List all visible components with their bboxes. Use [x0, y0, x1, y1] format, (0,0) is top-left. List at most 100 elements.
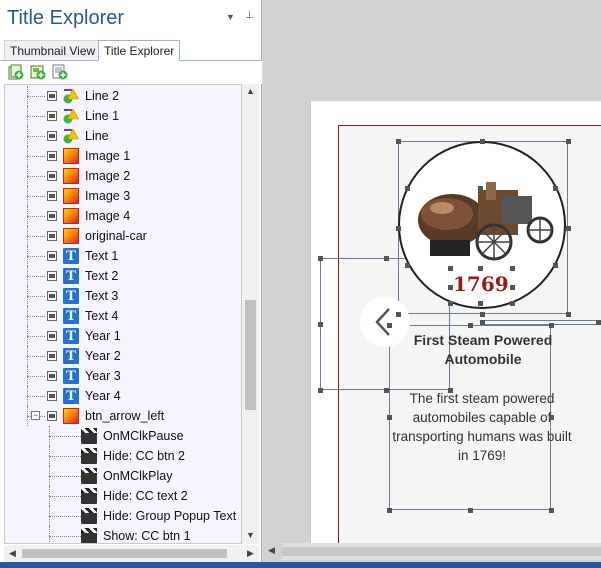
visibility-toggle-icon[interactable]: [47, 271, 57, 281]
resize-handle[interactable]: [318, 388, 323, 393]
tree-row[interactable]: original-car: [5, 226, 241, 246]
resize-handle[interactable]: [480, 320, 485, 325]
resize-handle[interactable]: [396, 226, 401, 231]
tab-thumbnail-view[interactable]: Thumbnail View: [4, 40, 102, 60]
resize-handle[interactable]: [510, 285, 515, 290]
tree-row[interactable]: Hide: CC btn 2: [5, 446, 241, 466]
resize-handle[interactable]: [396, 139, 401, 144]
resize-handle[interactable]: [448, 301, 453, 306]
tree-row[interactable]: −btn_arrow_left: [5, 406, 241, 426]
resize-handle[interactable]: [553, 186, 558, 191]
h-scroll-thumb[interactable]: [22, 549, 227, 558]
tab-title-explorer[interactable]: Title Explorer: [98, 40, 181, 61]
add-page-icon[interactable]: [8, 64, 24, 80]
canvas-horizontal-scrollbar[interactable]: [282, 543, 601, 560]
visibility-toggle-icon[interactable]: [47, 371, 57, 381]
resize-handle[interactable]: [387, 415, 392, 420]
visibility-toggle-icon[interactable]: [47, 131, 57, 141]
resize-handle[interactable]: [566, 226, 571, 231]
scroll-thumb[interactable]: [245, 300, 256, 410]
resize-handle[interactable]: [405, 186, 410, 191]
resize-handle[interactable]: [480, 139, 485, 144]
tree-row[interactable]: Hide: CC text 2: [5, 486, 241, 506]
resize-handle[interactable]: [510, 301, 515, 306]
panel-menu-icon[interactable]: ▼: [226, 12, 235, 22]
slide-body-text[interactable]: The first steam powered automobiles capa…: [392, 391, 572, 463]
tree-row[interactable]: Line 2: [5, 86, 241, 106]
scroll-right-icon[interactable]: ▶: [247, 548, 254, 558]
resize-handle[interactable]: [384, 256, 389, 261]
resize-handle[interactable]: [384, 388, 389, 393]
resize-handle[interactable]: [405, 263, 410, 268]
visibility-toggle-icon[interactable]: [47, 151, 57, 161]
pin-icon[interactable]: ⊥: [245, 10, 254, 21]
connector-line[interactable]: [482, 320, 601, 325]
tree-row[interactable]: Show: CC btn 1: [5, 526, 241, 543]
scroll-up-icon[interactable]: ▲: [246, 86, 255, 96]
tree-row[interactable]: Hide: Group Popup Text: [5, 506, 241, 526]
resize-handle[interactable]: [480, 312, 485, 317]
visibility-toggle-icon[interactable]: [47, 311, 57, 321]
visibility-toggle-icon[interactable]: [47, 251, 57, 261]
tree-row[interactable]: Image 4: [5, 206, 241, 226]
visibility-toggle-icon[interactable]: [47, 351, 57, 361]
resize-handle[interactable]: [448, 388, 453, 393]
slide-heading[interactable]: First Steam Powered Automobile: [413, 332, 553, 367]
visibility-toggle-icon[interactable]: [47, 391, 57, 401]
add-item-icon[interactable]: [52, 64, 68, 80]
scroll-down-icon[interactable]: ▼: [246, 530, 255, 540]
tree-row[interactable]: Image 1: [5, 146, 241, 166]
visibility-toggle-icon[interactable]: [47, 111, 57, 121]
tree-row[interactable]: Image 2: [5, 166, 241, 186]
resize-handle[interactable]: [318, 322, 323, 327]
visibility-toggle-icon[interactable]: [47, 91, 57, 101]
tree-row[interactable]: Line: [5, 126, 241, 146]
resize-handle[interactable]: [478, 301, 483, 306]
visibility-toggle-icon[interactable]: [47, 291, 57, 301]
resize-handle[interactable]: [566, 139, 571, 144]
visibility-toggle-icon[interactable]: [47, 211, 57, 221]
tree-row[interactable]: Line 1: [5, 106, 241, 126]
scroll-left-icon[interactable]: ◀: [9, 548, 16, 558]
canvas-scroll-left-icon[interactable]: ◀: [268, 545, 275, 555]
resize-handle[interactable]: [553, 263, 558, 268]
resize-handle[interactable]: [468, 323, 473, 328]
resize-handle[interactable]: [549, 508, 554, 513]
resize-handle[interactable]: [549, 323, 554, 328]
resize-handle[interactable]: [566, 312, 571, 317]
canvas-scroll-thumb[interactable]: [282, 547, 601, 556]
tree-row[interactable]: Image 3: [5, 186, 241, 206]
visibility-toggle-icon[interactable]: [47, 191, 57, 201]
resize-handle[interactable]: [596, 320, 601, 325]
resize-handle[interactable]: [549, 415, 554, 420]
tree-row[interactable]: OnMClkPlay: [5, 466, 241, 486]
visibility-toggle-icon[interactable]: [47, 231, 57, 241]
arrow-left-button[interactable]: [360, 297, 410, 347]
visibility-toggle-icon[interactable]: [47, 411, 57, 421]
resize-handle[interactable]: [387, 323, 392, 328]
visibility-toggle-icon[interactable]: [47, 171, 57, 181]
resize-handle[interactable]: [510, 266, 515, 271]
resize-handle[interactable]: [396, 312, 401, 317]
resize-handle[interactable]: [448, 285, 453, 290]
resize-handle[interactable]: [478, 186, 483, 191]
resize-handle[interactable]: [468, 508, 473, 513]
add-scene-icon[interactable]: [30, 64, 46, 80]
resize-handle[interactable]: [387, 508, 392, 513]
tree-row[interactable]: OnMClkPause: [5, 426, 241, 446]
resize-handle[interactable]: [318, 256, 323, 261]
tree-vertical-scrollbar[interactable]: ▲ ▼: [242, 84, 259, 544]
collapse-toggle-icon[interactable]: −: [31, 410, 40, 420]
tree-horizontal-scrollbar[interactable]: ◀ ▶: [4, 545, 259, 562]
year-label[interactable]: 1769: [453, 272, 509, 296]
resize-handle[interactable]: [448, 266, 453, 271]
resize-handle[interactable]: [478, 266, 483, 271]
steam-car-image[interactable]: [412, 180, 557, 265]
